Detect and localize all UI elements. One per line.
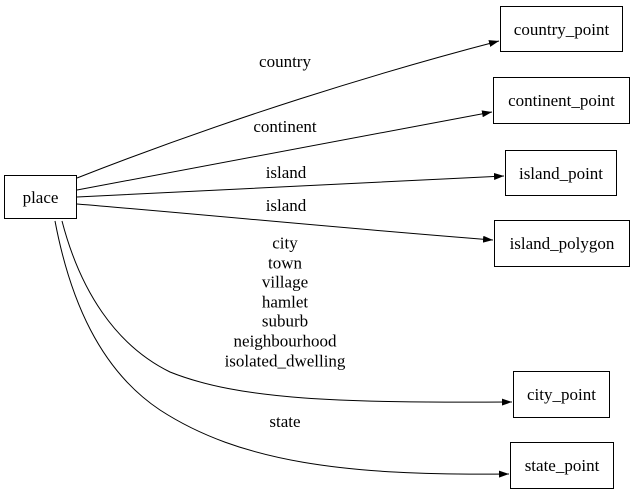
edge-place-island-point <box>76 172 505 198</box>
edge-place-continent-point <box>76 110 493 191</box>
edge-label-island-point: island <box>265 163 307 183</box>
edge-label-continent: continent <box>253 117 317 137</box>
node-island-point: island_point <box>505 150 617 196</box>
edge-label-country: country <box>259 52 311 72</box>
edge-place-island-polygon <box>76 203 494 243</box>
node-state-point: state_point <box>510 442 614 489</box>
node-city-point: city_point <box>513 371 610 418</box>
node-country-point: country_point <box>500 6 623 52</box>
edge-label-state: state <box>269 412 301 432</box>
edge-label-city-group: city town village hamlet suburb neighbou… <box>224 233 346 370</box>
edge-place-country-point <box>76 40 500 179</box>
edge-place-city-point <box>61 220 513 406</box>
node-island-polygon: island_polygon <box>494 220 630 267</box>
node-place: place <box>4 175 77 219</box>
edge-label-island-polygon: island <box>265 196 307 216</box>
node-continent-point: continent_point <box>493 77 630 124</box>
edge-place-state-point <box>54 220 510 478</box>
